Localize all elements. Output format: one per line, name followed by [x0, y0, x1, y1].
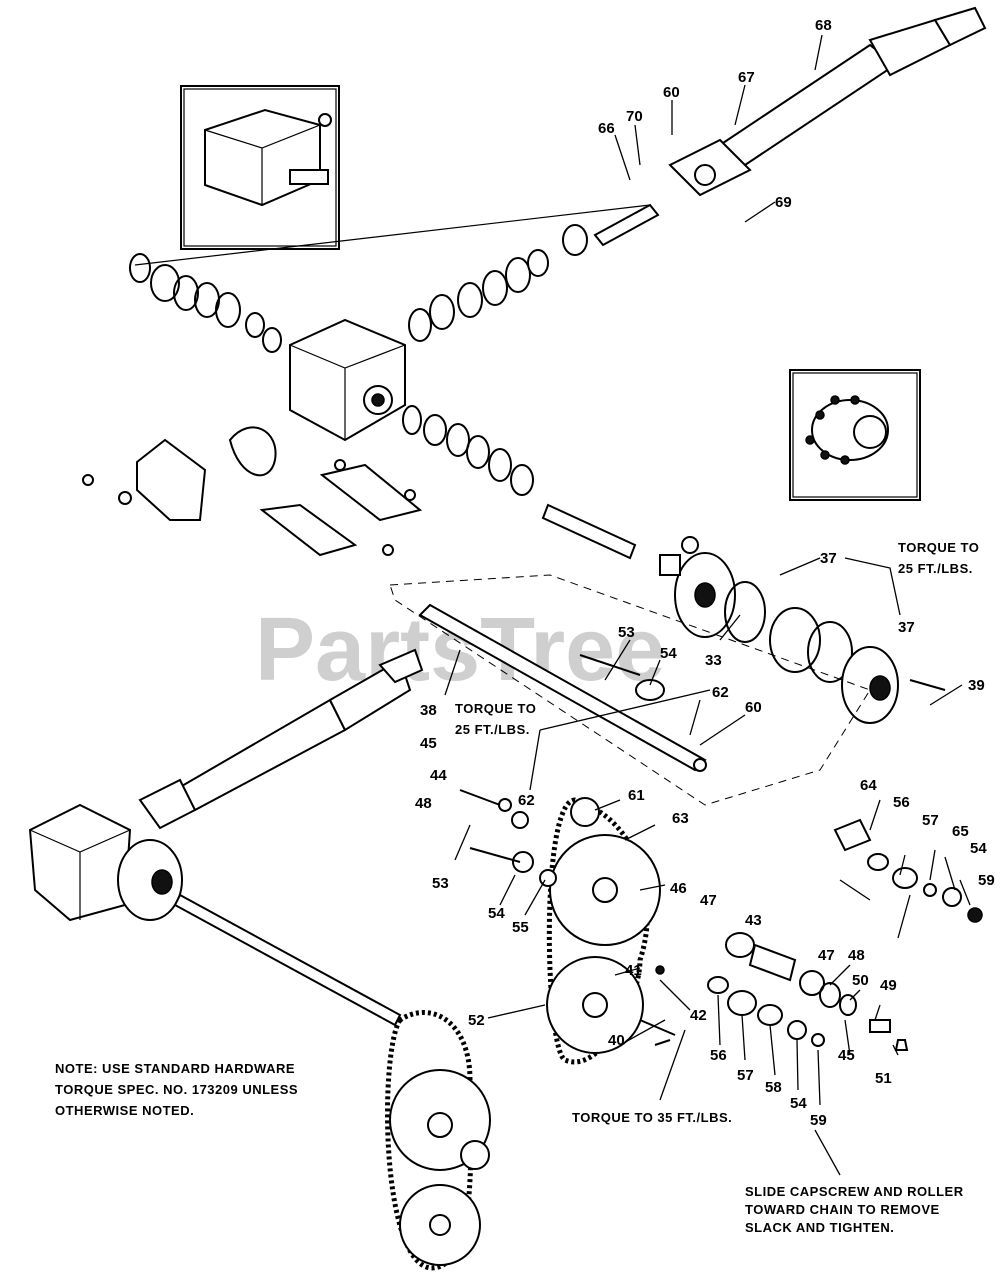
callout-59: 59 — [978, 872, 995, 889]
callout-60: 60 — [745, 699, 762, 716]
note-torque-25-mid: TORQUE TO 25 FT./LBS. — [455, 701, 536, 737]
callout-60: 60 — [663, 84, 680, 101]
svg-text:TOWARD CHAIN TO REMOVE: TOWARD CHAIN TO REMOVE — [745, 1202, 940, 1217]
callout-38: 38 — [420, 702, 437, 719]
callout-68: 68 — [815, 17, 832, 34]
callout-62: 62 — [518, 792, 535, 809]
callout-54: 54 — [790, 1095, 807, 1112]
center-gearbox — [289, 318, 406, 442]
callout-54: 54 — [488, 905, 505, 922]
callout-69: 69 — [775, 194, 792, 211]
callout-33: 33 — [705, 652, 722, 669]
lower-driveshaft — [138, 648, 424, 830]
callout-40: 40 — [608, 1032, 625, 1049]
callout-47: 47 — [818, 947, 835, 964]
svg-text:TORQUE TO 35 FT./LBS.: TORQUE TO 35 FT./LBS. — [572, 1110, 732, 1125]
svg-text:TORQUE TO: TORQUE TO — [898, 540, 979, 555]
svg-text:NOTE: USE STANDARD HARDWARE: NOTE: USE STANDARD HARDWARE — [55, 1061, 295, 1076]
svg-text:SLIDE CAPSCREW AND ROLLER: SLIDE CAPSCREW AND ROLLER — [745, 1184, 964, 1199]
note-slide-capscrew: SLIDE CAPSCREW AND ROLLER TOWARD CHAIN T… — [745, 1184, 964, 1235]
mounting-plate-outline — [389, 574, 871, 806]
callout-50: 50 — [852, 972, 869, 989]
long-shaft — [418, 603, 707, 772]
callout-70: 70 — [626, 108, 643, 125]
cover-plate-and-brackets — [82, 426, 423, 557]
center-chain-drive — [512, 797, 661, 1065]
callout-48: 48 — [848, 947, 865, 964]
callout-52: 52 — [468, 1012, 485, 1029]
callout-56: 56 — [893, 794, 910, 811]
note-torque-25-top: TORQUE TO 25 FT./LBS. — [898, 540, 979, 576]
lower-gearbox — [28, 803, 402, 1027]
callout-54: 54 — [970, 840, 987, 857]
hub-assembly — [659, 536, 899, 724]
top-driveshaft — [668, 6, 987, 197]
lower-axis-components — [402, 405, 637, 560]
callout-62: 62 — [712, 684, 729, 701]
svg-text:SLACK AND TIGHTEN.: SLACK AND TIGHTEN. — [745, 1220, 894, 1235]
callout-55: 55 — [512, 919, 529, 936]
callout-37: 37 — [820, 550, 837, 567]
callout-57: 57 — [922, 812, 939, 829]
callout-59: 59 — [810, 1112, 827, 1129]
svg-text:25 FT./LBS.: 25 FT./LBS. — [455, 722, 530, 737]
callout-45: 45 — [420, 735, 437, 752]
small-hardware — [459, 654, 983, 1051]
callout-49: 49 — [880, 977, 897, 994]
note-standard-hardware: NOTE: USE STANDARD HARDWARE TORQUE SPEC.… — [55, 1061, 298, 1118]
svg-text:TORQUE SPEC. NO. 173209 UNLESS: TORQUE SPEC. NO. 173209 UNLESS — [55, 1082, 298, 1097]
lower-chain-drive — [385, 1010, 491, 1271]
callout-51: 51 — [875, 1070, 892, 1087]
hub-inset — [789, 369, 921, 501]
svg-text:TORQUE TO: TORQUE TO — [455, 701, 536, 716]
callout-64: 64 — [860, 777, 877, 794]
callout-61: 61 — [628, 787, 645, 804]
svg-text:25 FT./LBS.: 25 FT./LBS. — [898, 561, 973, 576]
callout-47: 47 — [700, 892, 717, 909]
callout-46: 46 — [670, 880, 687, 897]
callout-53: 53 — [432, 875, 449, 892]
callout-45: 45 — [838, 1047, 855, 1064]
callout-58: 58 — [765, 1079, 782, 1096]
svg-text:OTHERWISE NOTED.: OTHERWISE NOTED. — [55, 1103, 194, 1118]
watermark: PartsTree — [255, 600, 665, 700]
gearbox-inset — [180, 85, 340, 250]
callout-43: 43 — [745, 912, 762, 929]
callout-63: 63 — [672, 810, 689, 827]
callout-67: 67 — [738, 69, 755, 86]
callout-41: 41 — [625, 962, 642, 979]
callout-37: 37 — [898, 619, 915, 636]
callout-44: 44 — [430, 767, 447, 784]
callout-66: 66 — [598, 120, 615, 137]
note-torque-35: TORQUE TO 35 FT./LBS. — [572, 1110, 732, 1125]
leader-lines — [444, 34, 971, 1176]
callout-54: 54 — [660, 645, 677, 662]
upper-axis-components — [129, 203, 660, 353]
callout-65: 65 — [952, 823, 969, 840]
callout-39: 39 — [968, 677, 985, 694]
callout-42: 42 — [690, 1007, 707, 1024]
callout-labels: 68 67 60 70 66 69 37 37 39 53 54 33 38 6… — [415, 17, 995, 1129]
callout-57: 57 — [737, 1067, 754, 1084]
callout-53: 53 — [618, 624, 635, 641]
callout-56: 56 — [710, 1047, 727, 1064]
callout-48: 48 — [415, 795, 432, 812]
